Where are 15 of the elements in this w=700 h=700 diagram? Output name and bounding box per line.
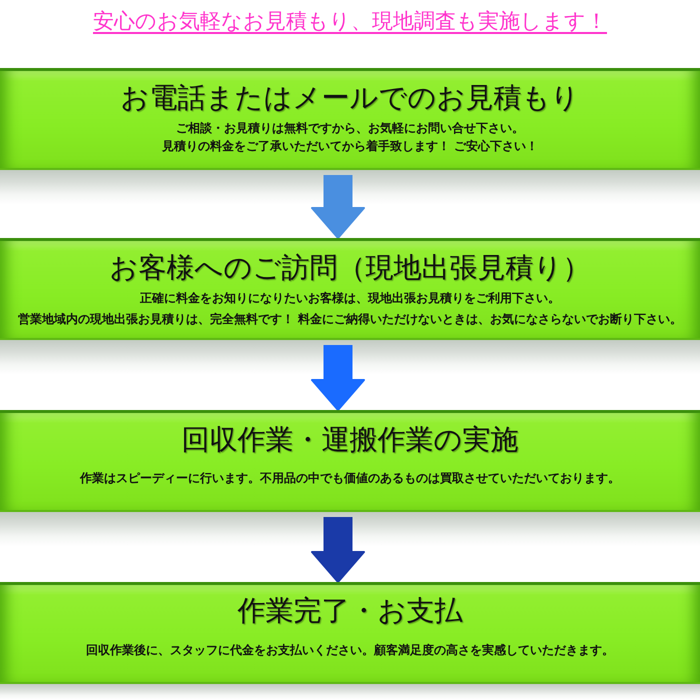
page-title: 安心のお気軽なお見積もり、現地調査も実施します！ bbox=[93, 8, 607, 35]
step-banner bbox=[0, 410, 700, 512]
step-heading: 作業完了・お支払 bbox=[238, 593, 462, 629]
step-banner bbox=[0, 238, 700, 340]
step-description: 正確に料金をお知りになりたいお客様は、現地出張お見積りをご利用下さい。 bbox=[140, 290, 560, 307]
step-heading: 回収作業・運搬作業の実施 bbox=[182, 422, 518, 458]
step-banner bbox=[0, 68, 700, 170]
step-banner bbox=[0, 582, 700, 684]
step-description: 見積りの料金をご了承いただいてから着手致します！ ご安心下さい！ bbox=[162, 138, 538, 155]
step-description: 営業地域内の現地出張お見積りは、完全無料です！ 料金にご納得いただけないときは、お気になさらないでお断り下さい。 bbox=[18, 311, 682, 328]
step-description: 作業はスピーディーに行います。不用品の中でも価値のあるものは買取させていただいております。 bbox=[80, 470, 620, 487]
step-description: 回収作業後に、スタッフに代金をお支払いください。顧客満足度の高さを実感していただきます。 bbox=[86, 642, 614, 659]
step-description: ご相談・お見積りは無料ですから、お気軽にお問い合せ下さい。 bbox=[176, 120, 524, 137]
step-heading: お電話またはメールでのお見積もり bbox=[120, 80, 580, 116]
step-heading: お客様へのご訪問（現地出張見積り） bbox=[110, 250, 590, 286]
